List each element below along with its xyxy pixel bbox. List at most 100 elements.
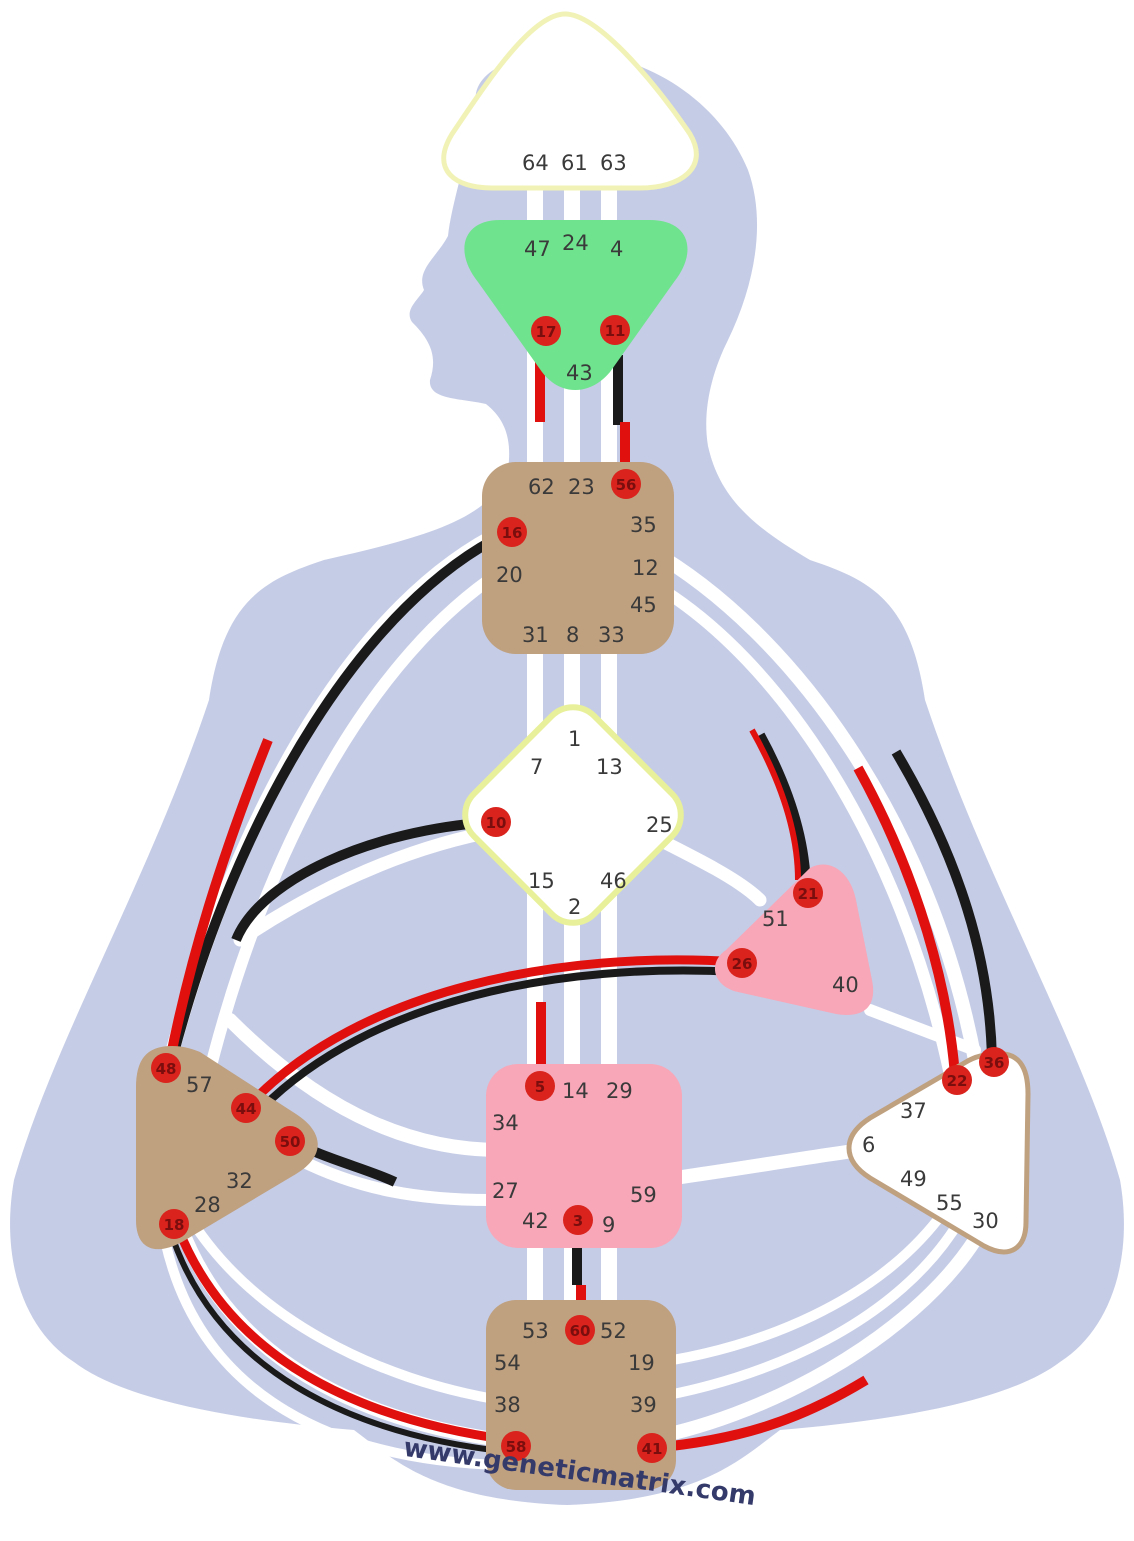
gate-number: 47 (524, 237, 551, 261)
gate-number: 61 (561, 151, 588, 175)
throat-center[interactable] (482, 462, 674, 654)
active-gate-badge[interactable]: 41 (637, 1433, 667, 1463)
head-center[interactable] (441, 11, 699, 191)
svg-text:36: 36 (984, 1054, 1005, 1072)
active-gate-badge[interactable]: 5 (525, 1071, 555, 1101)
gate-number: 39 (630, 1393, 657, 1417)
svg-text:3: 3 (573, 1212, 583, 1230)
gate-number: 52 (600, 1319, 627, 1343)
sacral-center[interactable] (486, 1064, 682, 1248)
gate-number: 63 (600, 151, 627, 175)
svg-text:22: 22 (947, 1072, 968, 1090)
gate-number: 20 (496, 563, 523, 587)
active-gate-badge[interactable]: 48 (151, 1053, 181, 1083)
channel-41-design (651, 1375, 869, 1453)
gate-number: 14 (562, 1079, 589, 1103)
channel-18-58-design (173, 1226, 511, 1445)
svg-text:44: 44 (236, 1100, 257, 1118)
gate-numbers: 64 61 63 47 24 4 43 62 23 35 20 12 45 31… (186, 151, 999, 1417)
g-center[interactable] (453, 695, 693, 935)
active-gate-badge[interactable]: 36 (979, 1047, 1009, 1077)
svg-text:58: 58 (506, 1438, 527, 1456)
active-gate-badge[interactable]: 11 (600, 315, 630, 345)
svg-text:18: 18 (164, 1216, 185, 1234)
gate-number: 46 (600, 869, 627, 893)
gate-number: 43 (566, 361, 593, 385)
active-gates: 17 11 56 16 10 21 26 48 44 50 18 5 3 22 … (151, 315, 1009, 1463)
active-gate-badge[interactable]: 3 (563, 1205, 593, 1235)
gate-number: 24 (562, 231, 589, 255)
active-gate-badge[interactable]: 60 (565, 1315, 595, 1345)
channel-21-45-personality (755, 732, 811, 889)
channel-22-12-design (853, 765, 960, 1076)
gate-number: 29 (606, 1079, 633, 1103)
gate-number: 13 (596, 755, 623, 779)
channel-10-personality (231, 817, 493, 943)
heart-center[interactable] (714, 864, 874, 1015)
active-gate-badge[interactable]: 44 (231, 1093, 261, 1123)
active-gate-badge[interactable]: 21 (793, 878, 823, 908)
gate-number: 34 (492, 1111, 519, 1135)
gate-number: 38 (494, 1393, 521, 1417)
gate-number: 45 (630, 593, 657, 617)
gate-number: 19 (628, 1351, 655, 1375)
gate-number: 1 (568, 727, 581, 751)
gate-number: 62 (528, 475, 555, 499)
svg-text:21: 21 (798, 885, 819, 903)
gate-number: 37 (900, 1099, 927, 1123)
ajna-center[interactable] (464, 220, 688, 390)
gate-number: 57 (186, 1073, 213, 1097)
gate-number: 40 (832, 973, 859, 997)
gate-number: 54 (494, 1351, 521, 1375)
svg-text:11: 11 (605, 322, 626, 340)
gate-number: 7 (530, 755, 543, 779)
gate-number: 9 (602, 1213, 615, 1237)
gate-number: 25 (646, 813, 673, 837)
svg-text:41: 41 (642, 1440, 663, 1458)
channel-26-44-design (248, 955, 739, 1106)
gate-number: 28 (194, 1193, 221, 1217)
active-gate-badge[interactable]: 22 (942, 1065, 972, 1095)
svg-text:16: 16 (502, 524, 523, 542)
channel-18-58-personality (167, 1229, 511, 1455)
svg-text:26: 26 (732, 955, 753, 973)
channel-21-45-design (749, 728, 801, 881)
root-center[interactable] (486, 1300, 676, 1490)
active-gate-badge[interactable]: 56 (611, 469, 641, 499)
channel-16-48-design (165, 738, 273, 1061)
channel-36-35-personality (891, 749, 997, 1061)
gate-number: 8 (566, 623, 579, 647)
active-gate-badge[interactable]: 16 (497, 517, 527, 547)
gate-number: 27 (492, 1179, 519, 1203)
gate-number: 35 (630, 513, 657, 537)
gate-number: 30 (972, 1209, 999, 1233)
solar-plexus-center[interactable] (846, 1051, 1031, 1255)
gate-number: 2 (568, 895, 581, 919)
active-gate-badge[interactable]: 10 (481, 807, 511, 837)
gate-number: 59 (630, 1183, 657, 1207)
gate-number: 4 (610, 237, 623, 261)
svg-text:60: 60 (570, 1322, 591, 1340)
gate-number: 53 (522, 1319, 549, 1343)
gate-number: 51 (762, 907, 789, 931)
gate-number: 33 (598, 623, 625, 647)
active-gate-badge[interactable]: 17 (531, 316, 561, 346)
svg-text:10: 10 (486, 814, 507, 832)
gate-number: 12 (632, 556, 659, 580)
svg-text:17: 17 (536, 323, 557, 341)
channel-16-48-personality (167, 529, 508, 1062)
gate-number: 55 (936, 1191, 963, 1215)
svg-text:5: 5 (535, 1078, 545, 1096)
active-gate-badge[interactable]: 18 (159, 1209, 189, 1239)
active-gate-badge[interactable]: 58 (501, 1431, 531, 1461)
svg-text:56: 56 (616, 476, 637, 494)
active-gate-badge[interactable]: 50 (275, 1126, 305, 1156)
gate-number: 6 (862, 1133, 875, 1157)
active-gate-badge[interactable]: 26 (727, 948, 757, 978)
spleen-center[interactable] (136, 1046, 318, 1250)
channel-26-44-personality (259, 966, 739, 1111)
gate-number: 32 (226, 1169, 253, 1193)
gate-number: 31 (522, 623, 549, 647)
svg-text:48: 48 (156, 1060, 177, 1078)
